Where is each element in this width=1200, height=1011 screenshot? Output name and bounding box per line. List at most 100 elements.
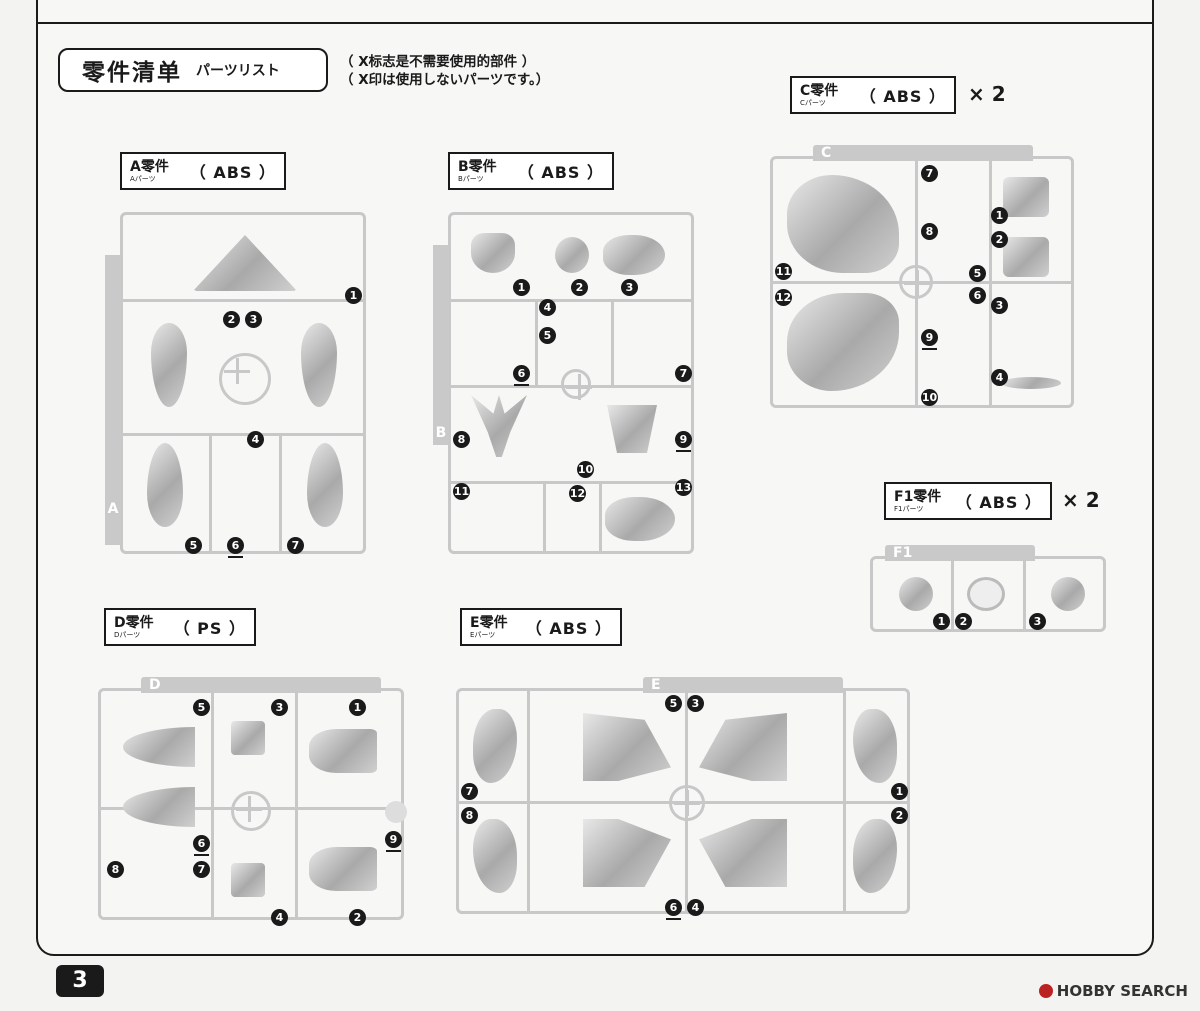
sprue-f1-tab: F1: [885, 545, 1035, 561]
page-number: 3: [56, 965, 104, 997]
num-e4: 4: [687, 899, 704, 916]
part-e4: [699, 819, 787, 887]
num-a2: 2: [223, 311, 240, 328]
num-a5: 5: [185, 537, 202, 554]
num-c11: 11: [775, 263, 792, 280]
num-d9: 9: [385, 831, 402, 852]
part-b9: [607, 405, 657, 453]
num-d4: 4: [271, 909, 288, 926]
num-b12: 12: [569, 485, 586, 502]
sprue-c-multiplier: × 2: [968, 82, 1006, 106]
part-a5: [147, 443, 183, 527]
title-main: 零件清单: [82, 60, 182, 86]
part-c4: [1001, 377, 1061, 389]
sprue-d: D 5 3 1 6 9 8 7 4 2: [98, 677, 407, 926]
num-c5: 5: [969, 265, 986, 282]
part-d2: [309, 847, 377, 891]
num-c3: 3: [991, 297, 1008, 314]
num-a7: 7: [287, 537, 304, 554]
part-a1: [193, 235, 297, 291]
part-f1-3: [1051, 577, 1085, 611]
parts-list-title: 零件清单 パーツリスト: [58, 48, 328, 92]
title-sub: パーツリスト: [196, 63, 280, 79]
sprue-b-tab: B: [433, 245, 449, 445]
part-e3: [699, 713, 787, 781]
sprue-d-name: D零件: [114, 614, 154, 631]
num-c4: 4: [991, 369, 1008, 386]
sprue-c-sub: Cパーツ: [800, 98, 826, 107]
sprue-a-name: A零件: [130, 158, 169, 175]
part-e5: [583, 713, 671, 781]
num-e1: 1: [891, 783, 908, 800]
sprue-d-sub: Dパーツ: [114, 630, 141, 639]
num-b2: 2: [571, 279, 588, 296]
num-d1: 1: [349, 699, 366, 716]
watermark-text: HOBBY SEARCH: [1056, 982, 1188, 1000]
num-a1: 1: [345, 287, 362, 304]
num-d8: 8: [107, 861, 124, 878]
sprue-e: E 5 3 7 1 8 2 6 4: [456, 677, 910, 920]
part-b2: [555, 237, 589, 273]
part-d1: [309, 729, 377, 773]
num-d2: 2: [349, 909, 366, 926]
part-b3: [603, 235, 665, 275]
num-b8: 8: [453, 431, 470, 448]
num-f1-3: 3: [1029, 613, 1046, 630]
sprue-e-sub: Eパーツ: [470, 630, 496, 639]
part-c1: [1003, 177, 1049, 217]
sprue-f1: F1 1 2 3: [870, 545, 1106, 632]
part-e8: [473, 819, 517, 893]
sprue-e-material: （ ABS ）: [525, 619, 612, 638]
part-d9: [385, 801, 407, 823]
num-e5: 5: [665, 695, 682, 712]
part-f1-2: [967, 577, 1005, 611]
part-e7: [473, 709, 517, 783]
num-c8: 8: [921, 223, 938, 240]
num-d6: 6: [193, 835, 210, 856]
num-b1: 1: [513, 279, 530, 296]
num-d7: 7: [193, 861, 210, 878]
num-a6: 6: [227, 537, 244, 558]
part-e1: [853, 709, 897, 783]
sprue-b-name: B零件: [458, 158, 497, 175]
part-a3: [301, 323, 337, 407]
sprue-d-tab: D: [141, 677, 381, 693]
num-e7: 7: [461, 783, 478, 800]
sprue-e-tab: E: [643, 677, 843, 693]
num-b5: 5: [539, 327, 556, 344]
part-b8: [471, 395, 527, 457]
top-rule: [36, 22, 1154, 24]
part-d4: [231, 863, 265, 897]
sprue-c: C 7 1 8 2 5 11 6 12 3 9 4 10: [770, 145, 1074, 408]
part-f1-1: [899, 577, 933, 611]
num-b10: 10: [577, 461, 594, 478]
num-f1-1: 1: [933, 613, 950, 630]
sprue-d-material: （ PS ）: [173, 619, 246, 638]
num-c6: 6: [969, 287, 986, 304]
sprue-b-sub: Bパーツ: [458, 174, 484, 183]
num-b13: 13: [675, 479, 692, 496]
part-d5: [123, 727, 195, 767]
sprue-f1-multiplier: × 2: [1062, 488, 1100, 512]
sprue-f1-material: （ ABS ）: [955, 493, 1042, 512]
sprue-a-material: （ ABS ）: [189, 163, 276, 182]
sprue-c-material: （ ABS ）: [859, 87, 946, 106]
num-c7: 7: [921, 165, 938, 182]
num-b11: 11: [453, 483, 470, 500]
sprue-b: B 1 2 3 4 5 6 7 8 9 10 11 12 13: [433, 212, 694, 554]
num-b9: 9: [675, 431, 692, 452]
num-e2: 2: [891, 807, 908, 824]
watermark: HOBBY SEARCH: [1038, 982, 1188, 1000]
num-e8: 8: [461, 807, 478, 824]
part-b1: [471, 233, 515, 273]
part-b13: [605, 497, 675, 541]
part-c2: [1003, 237, 1049, 277]
note-chinese: （ X标志是不需要使用的部件 ）: [340, 54, 536, 70]
num-c1: 1: [991, 207, 1008, 224]
num-e3: 3: [687, 695, 704, 712]
part-c12: [787, 293, 899, 391]
part-e2: [853, 819, 897, 893]
